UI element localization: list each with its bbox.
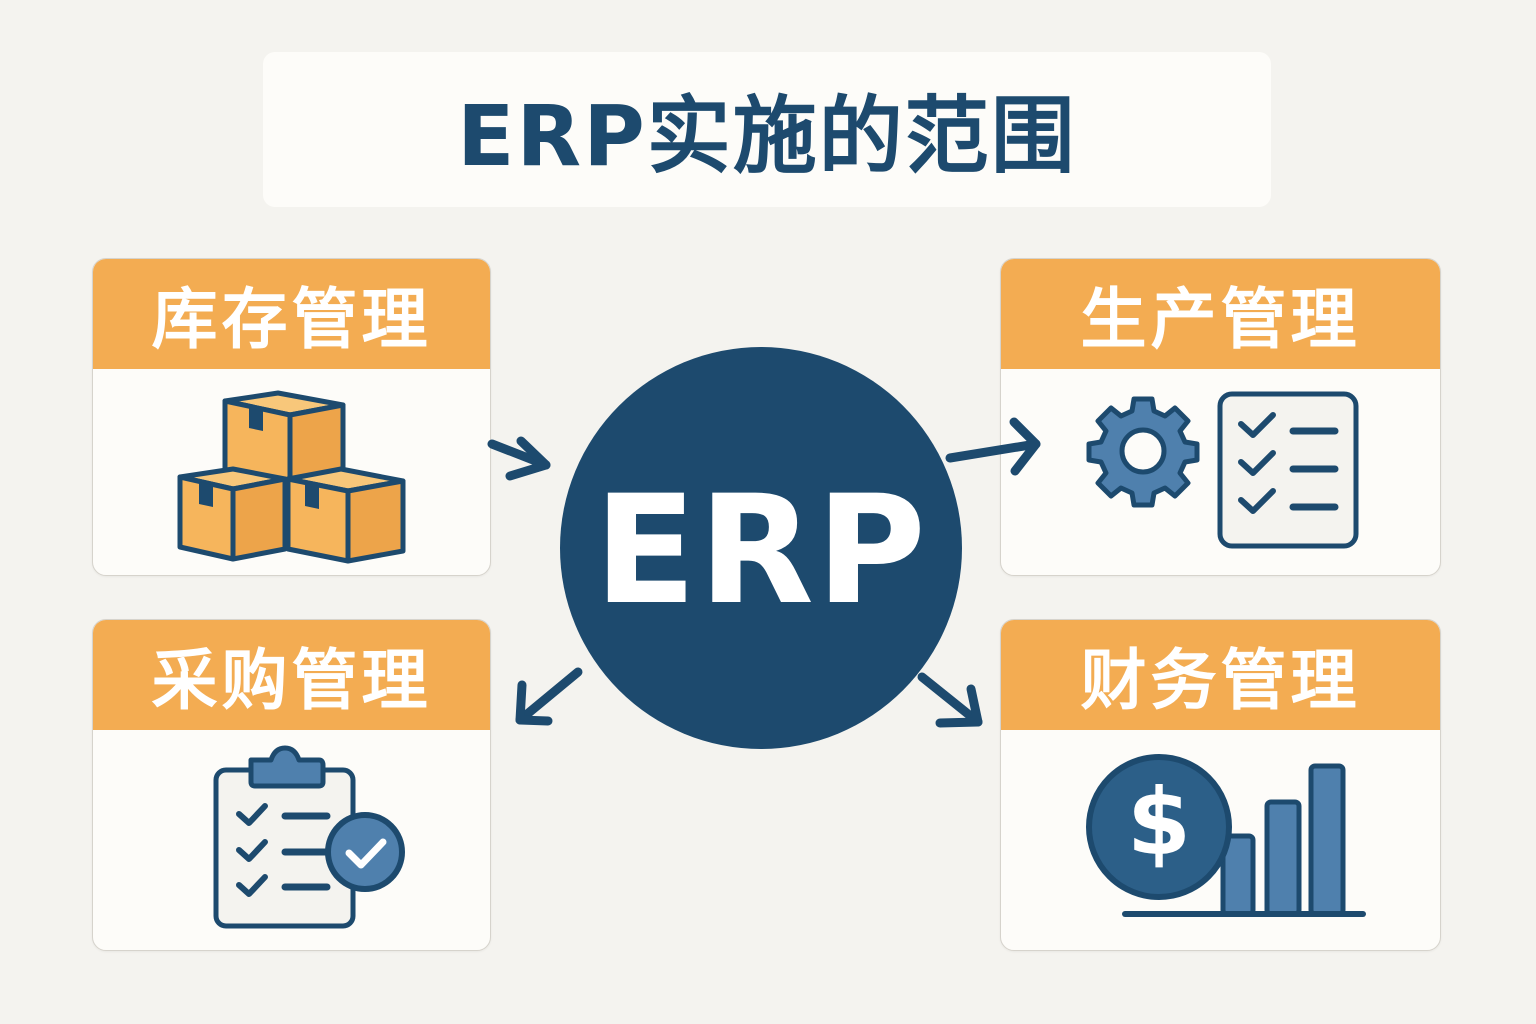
module-label: 采购管理 (151, 642, 432, 719)
module-card-production: 生产管理 (1000, 258, 1441, 576)
card-header: 采购管理 (93, 620, 490, 730)
card-header: 生产管理 (1001, 259, 1440, 369)
dollar-coin-icon: $ (1086, 754, 1232, 900)
arrow-inventory-to-erp (487, 436, 551, 481)
gear-icon (1086, 396, 1200, 508)
card-header: 财务管理 (1001, 620, 1440, 730)
module-label: 财务管理 (1080, 642, 1361, 719)
boxes-icon (177, 390, 406, 564)
module-card-finance: 财务管理 $ (1000, 619, 1441, 951)
card-header: 库存管理 (93, 259, 490, 369)
bar-chart-icon (1122, 763, 1366, 917)
module-label: 库存管理 (151, 281, 432, 358)
module-card-inventory: 库存管理 (92, 258, 491, 576)
module-card-purchasing: 采购管理 (92, 619, 491, 951)
erp-hub: ERP (560, 347, 962, 749)
page-title: ERP实施的范围 (457, 87, 1077, 185)
title-banner: ERP实施的范围 (263, 52, 1271, 207)
checklist-icon (1217, 391, 1359, 549)
svg-text:$: $ (1127, 769, 1191, 876)
clipboard-check-icon (213, 745, 405, 929)
module-label: 生产管理 (1080, 281, 1361, 358)
arrow-erp-to-purchasing (515, 667, 583, 726)
hub-label: ERP (594, 464, 928, 638)
